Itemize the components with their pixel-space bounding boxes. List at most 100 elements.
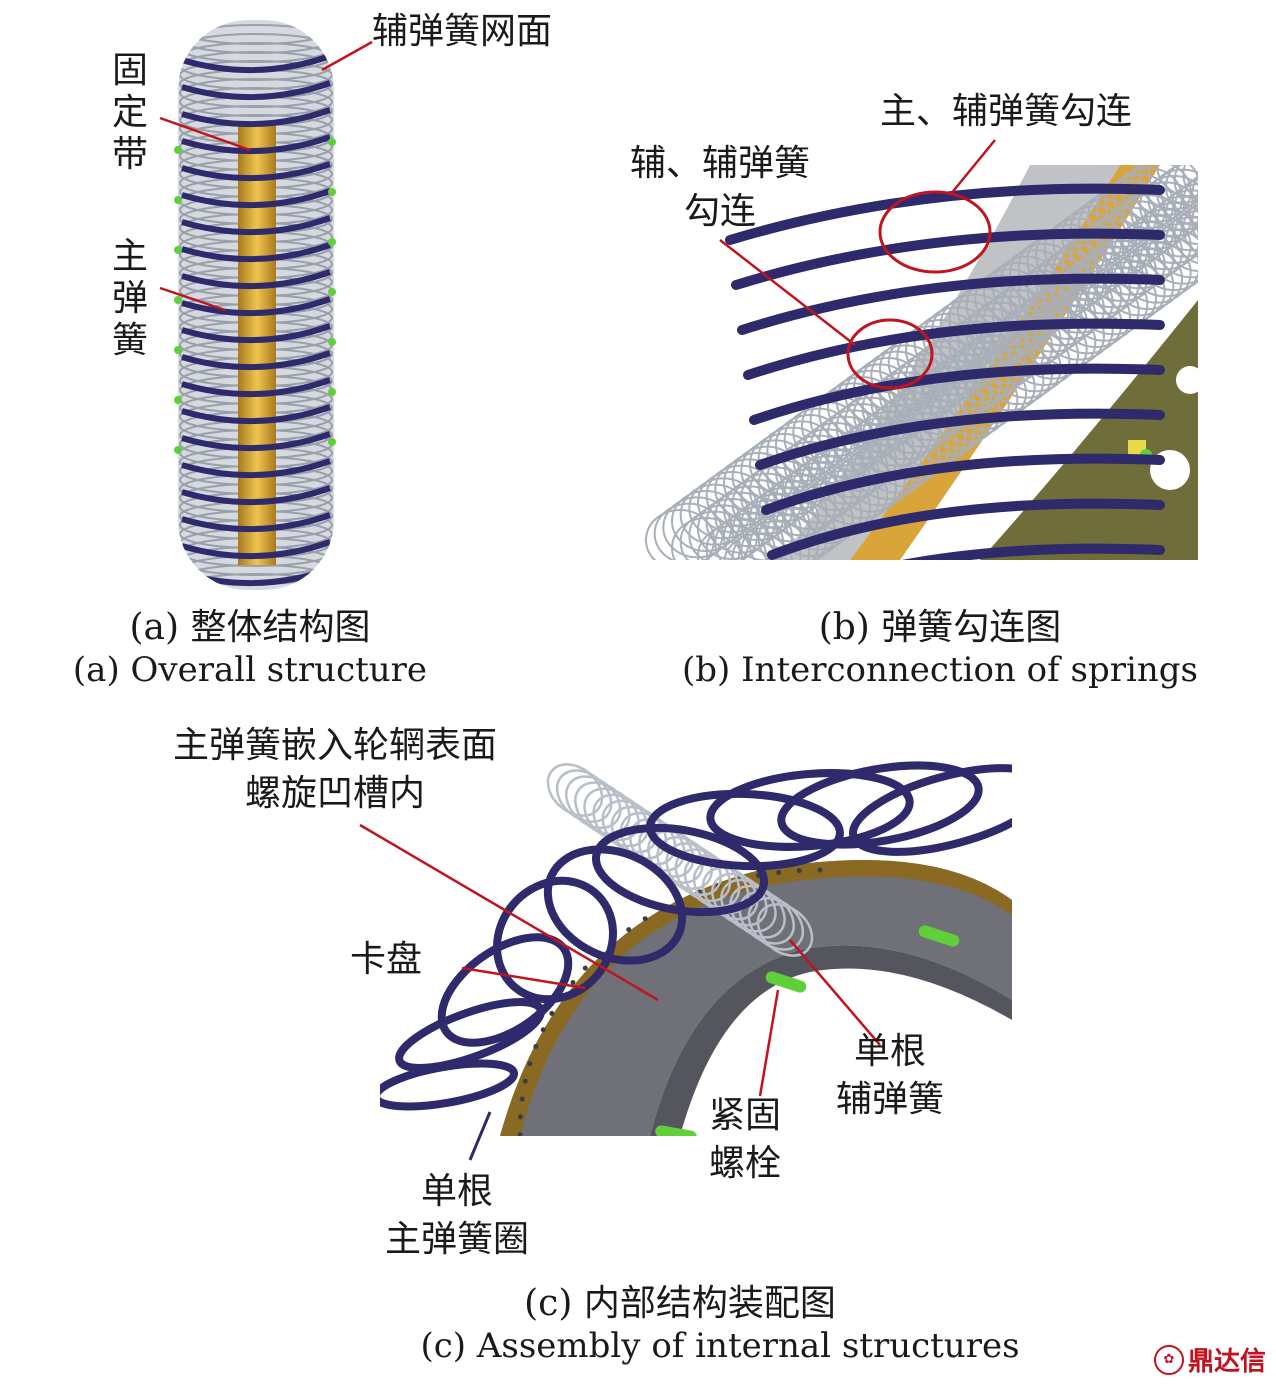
- rim-hole: [796, 868, 802, 874]
- rim-hole: [540, 1027, 546, 1033]
- bolt: [765, 971, 807, 993]
- main-coil: [181, 215, 331, 236]
- aux-coil: [1191, 203, 1198, 241]
- aux-coil: [1182, 165, 1198, 201]
- bolt: [328, 288, 336, 296]
- aux-coil: [1235, 160, 1276, 220]
- aux-coil: [1227, 167, 1276, 227]
- aux-coil: [1209, 152, 1276, 212]
- main-coil: [543, 845, 687, 965]
- main-coil: [737, 273, 1165, 335]
- main-coil: [749, 363, 1165, 425]
- label-aux-mesh: 辅弹簧网面: [372, 11, 553, 52]
- caption-c-en: (c) Assembly of internal structures: [420, 1326, 1020, 1366]
- rim-disk: [980, 300, 1198, 560]
- watermark-logo: ✿ 鼎达信: [1153, 1341, 1266, 1378]
- chuck-rim: [500, 860, 1012, 1136]
- caption-b-cn: (b) 弹簧勾连图: [818, 607, 1062, 648]
- highlight-main-aux: [878, 190, 992, 274]
- main-coil: [181, 53, 331, 74]
- main-coil: [181, 323, 331, 344]
- aux-coil: [1173, 165, 1198, 211]
- rim-hole: [522, 1078, 528, 1084]
- main-coil: [849, 764, 1012, 856]
- rim-hole: [519, 1150, 524, 1155]
- bolt: [174, 246, 182, 254]
- main-coil: [761, 453, 1165, 515]
- bolt: [328, 138, 336, 146]
- main-coil: [493, 876, 617, 1004]
- main-coil: [181, 458, 331, 479]
- label-aux-aux-hook: 辅、辅弹簧 勾连: [629, 143, 810, 232]
- main-coil: [901, 543, 1165, 560]
- main-coil: [725, 183, 1165, 245]
- bolt: [174, 396, 182, 404]
- fixing-band: [238, 125, 276, 565]
- rim-hole: [642, 916, 648, 922]
- rim-hole: [626, 927, 632, 933]
- bolt: [655, 1125, 697, 1136]
- main-coil: [181, 242, 331, 263]
- caption-a-en: (a) Overall structure: [72, 650, 428, 690]
- main-coil: [181, 404, 331, 425]
- main-coil: [755, 408, 1165, 470]
- aux-coil: [1209, 179, 1276, 239]
- rim-hole: [549, 1010, 555, 1016]
- rim-hole: [519, 1096, 525, 1102]
- aux-coil: [1139, 165, 1198, 210]
- rim-hole: [533, 1044, 539, 1050]
- watermark-text: 鼎达信: [1187, 1347, 1266, 1377]
- caption-b-en: (b) Interconnection of springs: [682, 650, 1198, 690]
- main-coil: [181, 512, 331, 533]
- highlight-aux-aux: [846, 318, 934, 390]
- main-coil: [181, 485, 331, 506]
- rim-hole: [582, 965, 588, 971]
- rim-hole: [776, 869, 782, 875]
- main-coil: [743, 318, 1165, 380]
- panel-c: 主弹簧嵌入轮辋表面 螺旋凹槽内 卡盘 单根 辅弹簧 紧固 螺栓 单根 主弹簧圈 …: [0, 700, 1276, 1384]
- main-coil: [181, 269, 331, 290]
- aux-coil: [1147, 165, 1198, 204]
- bolt: [174, 146, 182, 154]
- label-fastening-bolt: 紧固 螺栓: [708, 1095, 781, 1184]
- main-coil: [777, 761, 983, 849]
- main-coil: [592, 823, 768, 917]
- label-single-main-coil: 单根 主弹簧圈: [384, 1171, 529, 1260]
- panel-b: 主、辅弹簧勾连 辅、辅弹簧 勾连 (b) 弹簧勾连图 (b) Interconn…: [600, 0, 1276, 700]
- bolt: [918, 925, 960, 947]
- label-main-aux-hook: 主、辅弹簧勾连: [880, 91, 1133, 132]
- bolt: [328, 438, 336, 446]
- label-main-spring: 主弹簧: [111, 236, 148, 361]
- internal-assembly-drawing: [359, 761, 1012, 1161]
- main-coil: [646, 789, 844, 871]
- main-coil: [181, 350, 331, 371]
- main-coil: [181, 161, 331, 182]
- rim-hole: [527, 1061, 533, 1067]
- main-coil: [181, 188, 331, 209]
- label-embedded-groove: 主弹簧嵌入轮辋表面 螺旋凹槽内: [172, 725, 497, 814]
- bolt: [174, 446, 182, 454]
- main-coil: [731, 228, 1165, 290]
- main-coil: [181, 431, 331, 452]
- label-fixing-band: 固定带: [111, 50, 148, 175]
- rim-hole: [517, 1132, 523, 1136]
- aux-coil: [756, 903, 814, 957]
- aux-coil: [1218, 173, 1276, 233]
- main-coil: [181, 539, 331, 560]
- spring-interconnection-drawing: [642, 139, 1276, 560]
- aux-coil: [1156, 165, 1198, 198]
- aux-coil: [1201, 186, 1269, 246]
- bolt: [174, 296, 182, 304]
- watermark-icon: ✿: [1153, 1344, 1184, 1375]
- bolt: [174, 196, 182, 204]
- bolt: [328, 388, 336, 396]
- panel-a: 辅弹簧网面 固定带 主弹簧 (a) 整体结构图 (a) Overall stru…: [0, 0, 640, 700]
- caption-a-cn: (a) 整体结构图: [129, 607, 371, 648]
- overall-structure-drawing: [174, 20, 336, 590]
- main-coil: [767, 498, 1165, 560]
- main-coil: [181, 377, 331, 398]
- bolt: [328, 238, 336, 246]
- rim-hole: [817, 867, 823, 873]
- aux-coil: [1191, 176, 1198, 214]
- rim-hole: [517, 1114, 523, 1120]
